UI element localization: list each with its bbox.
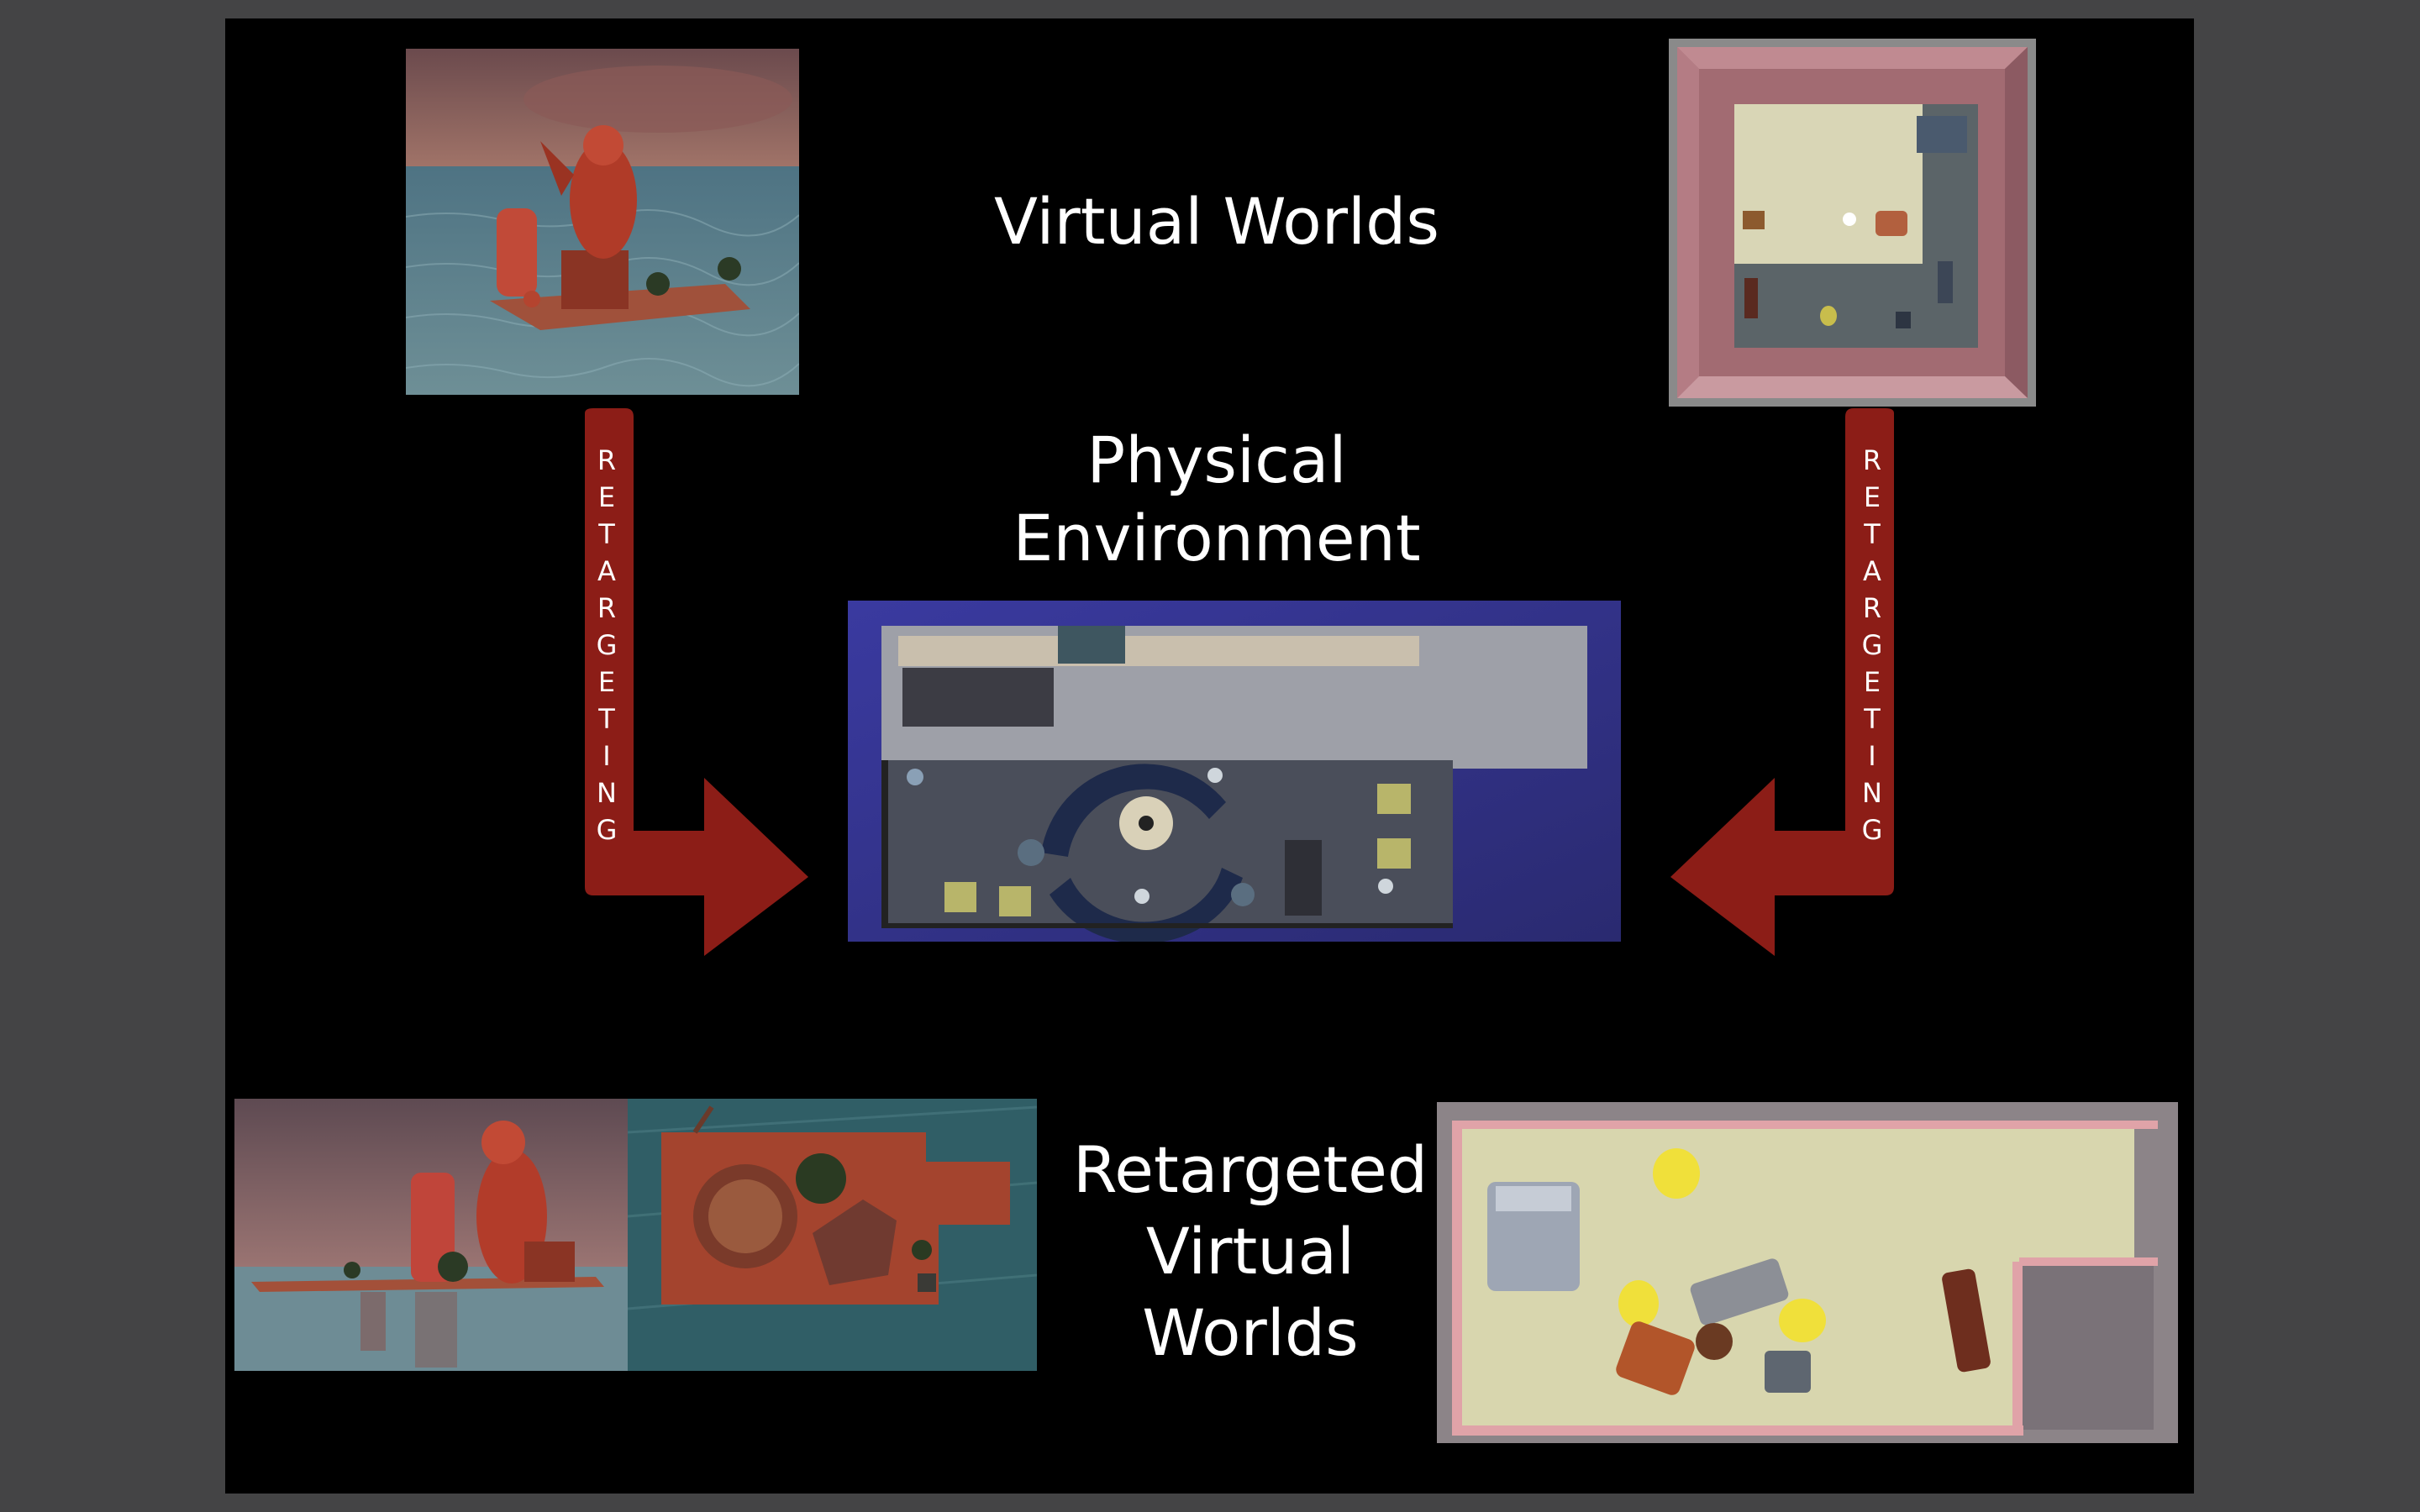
retargeting-arrow-left [585,408,808,956]
retargeted-virtual-worlds-label: Retargeted Virtual Worlds [1072,1132,1428,1370]
physical-environment-label: Physical Environment [1013,423,1421,575]
retargeted-island-topview-image [628,1099,1037,1371]
room-topview-image [1669,39,2036,407]
virtual-worlds-label: Virtual Worlds [994,184,1439,259]
retargeting-arrow-right [1670,408,1894,956]
slide: Virtual Worlds Physical Environment [225,18,2194,1494]
physical-environment-scan-image [848,601,1621,942]
retargeted-island-perspective-image [234,1099,628,1371]
retargeted-room-topview-image [1437,1102,2178,1443]
island-scene-image [406,49,799,395]
